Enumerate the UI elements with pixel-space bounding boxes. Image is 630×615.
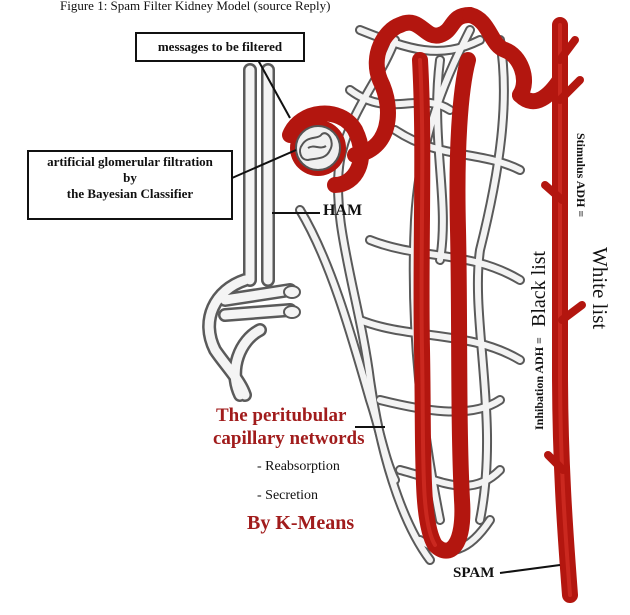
stimulus-adh-label: Stimulus ADH = [570, 133, 590, 263]
white-list-label: White list [588, 247, 612, 357]
kmeans-label: By K-Means [247, 512, 354, 535]
filtration-line1: artificial glomerular filtration [29, 154, 231, 170]
spam-label: SPAM [453, 565, 494, 582]
black-list-label: Black list [528, 227, 552, 327]
inhibition-adh-small: Inhibation ADH = [532, 337, 546, 430]
glomerulus [290, 120, 346, 176]
filtration-line2: by [29, 170, 231, 186]
peritubular-title-line2: capillary networds [213, 428, 364, 450]
filtration-box: artificial glomerular filtration by the … [27, 150, 233, 220]
tubule-opening-top [284, 286, 300, 298]
stimulus-adh-small: Stimulus ADH = [574, 133, 588, 217]
secretion-label: - Secretion [257, 488, 318, 504]
messages-box: messages to be filtered [135, 32, 305, 62]
reabsorption-label: - Reabsorption [257, 459, 340, 475]
filtration-line3: the Bayesian Classifier [29, 186, 231, 202]
tubule-opening-bottom [284, 306, 300, 318]
messages-box-text: messages to be filtered [158, 39, 282, 54]
white-list-text: White list [588, 247, 612, 329]
black-list-text: Black list [528, 251, 550, 327]
ham-label: HAM [323, 202, 362, 220]
peritubular-title-line1: The peritubular [216, 405, 346, 427]
